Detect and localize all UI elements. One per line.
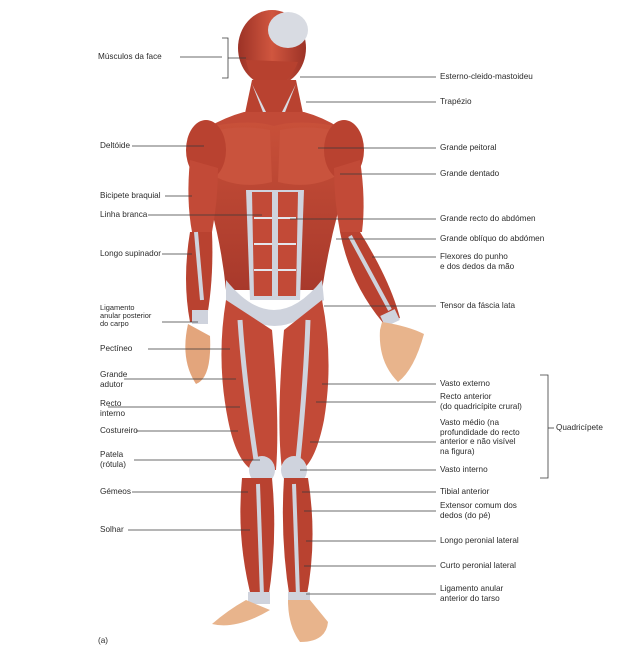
legs — [212, 300, 329, 642]
figure-tag: (a) — [98, 636, 108, 646]
head — [238, 10, 308, 88]
arm-left — [185, 160, 218, 384]
label-flexores-punho: Flexores do punho e dos dedos da mão — [440, 252, 514, 271]
label-longo-supinador: Longo supinador — [100, 249, 161, 259]
label-vasto-medio: Vasto médio (na profundidade do recto an… — [440, 418, 520, 456]
label-grande-recto-abdomen: Grande recto do abdómen — [440, 214, 536, 224]
label-bicipete: Bicipete braquial — [100, 191, 161, 201]
label-ligamento-anular-carpo: Ligamento anular posterior do carpo — [100, 304, 151, 329]
label-curto-peronial-lateral: Curto peronial lateral — [440, 561, 516, 571]
label-esterno-cleido-mastoideu: Esterno-cleido-mastoideu — [440, 72, 533, 82]
label-gemeos: Gémeos — [100, 487, 131, 497]
label-grande-peitoral: Grande peitoral — [440, 143, 496, 153]
label-solhar: Solhar — [100, 525, 124, 535]
label-extensor-comum-dedos: Extensor comum dos dedos (do pé) — [440, 501, 517, 520]
label-patela: Patela (rótula) — [100, 450, 126, 469]
label-musculos-face: Músculos da face — [98, 52, 162, 62]
label-recto-interno: Recto interno — [100, 399, 125, 418]
label-costureiro: Costureiro — [100, 426, 138, 436]
label-deltoide: Deltóide — [100, 141, 130, 151]
arm-right — [334, 160, 424, 382]
label-vasto-externo: Vasto externo — [440, 379, 490, 389]
label-pectineo: Pectíneo — [100, 344, 132, 354]
label-trapezio: Trapézio — [440, 97, 472, 107]
label-tibial-anterior: Tibial anterior — [440, 487, 489, 497]
label-grande-obliquo-abdomen: Grande oblíquo do abdómen — [440, 234, 544, 244]
label-vasto-interno: Vasto interno — [440, 465, 488, 475]
label-grande-adutor: Grande adutor — [100, 370, 127, 389]
label-grande-dentado: Grande dentado — [440, 169, 499, 179]
label-ligamento-anular-tarso: Ligamento anular anterior do tarso — [440, 584, 503, 603]
label-linha-branca: Linha branca — [100, 210, 147, 220]
label-longo-peronial-lateral: Longo peronial lateral — [440, 536, 519, 546]
label-recto-anterior: Recto anterior (do quadricípite crural) — [440, 392, 522, 411]
label-tensor-fascia-lata: Tensor da fáscia lata — [440, 301, 515, 311]
label-quadricipete: Quadricípete — [556, 423, 603, 433]
